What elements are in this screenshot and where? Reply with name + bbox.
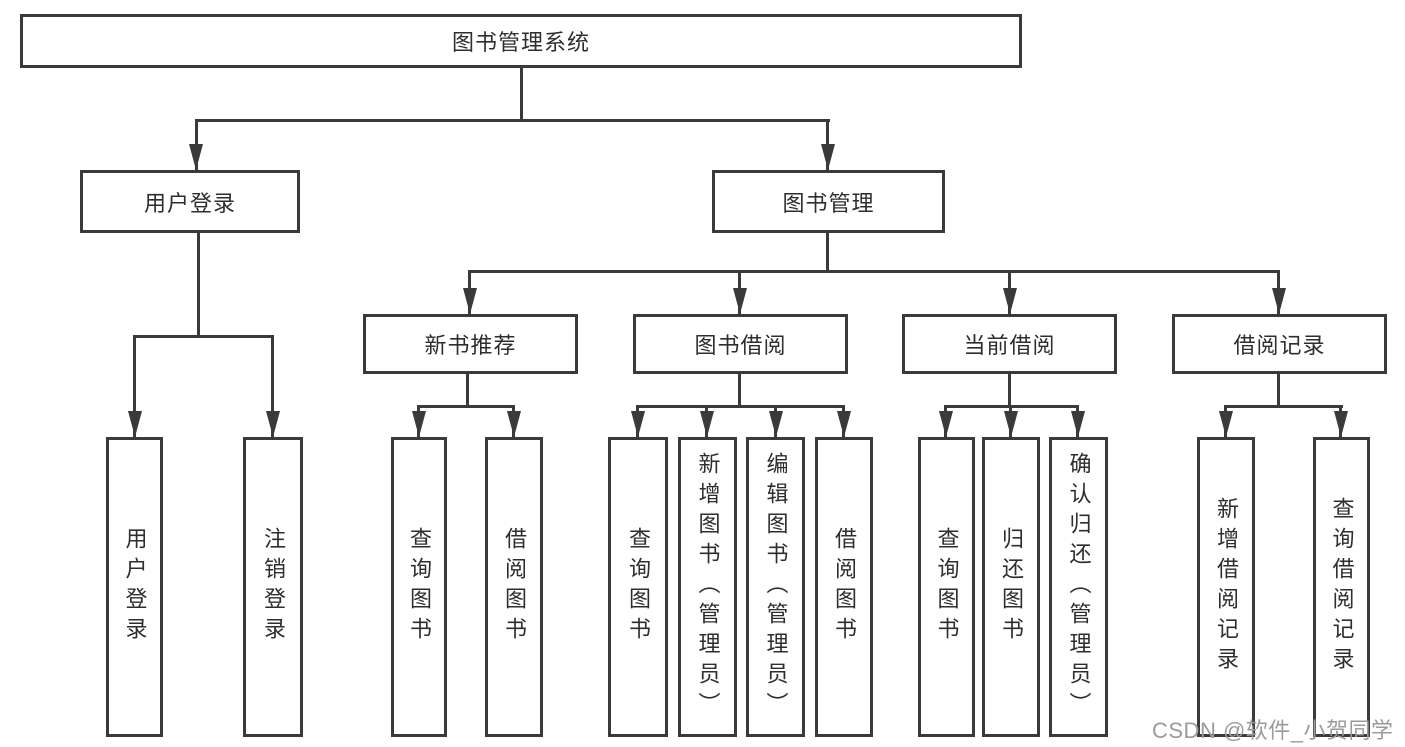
node-current-borrowing: 当前借阅 (902, 314, 1117, 374)
connector-line (1224, 405, 1343, 408)
arrow-down-icon (1003, 288, 1017, 314)
node-book-management: 图书管理 (712, 170, 945, 233)
arrow-down-icon (733, 288, 747, 314)
arrow-down-icon (266, 411, 280, 437)
connector-line (636, 405, 845, 408)
connector-line (133, 335, 274, 338)
arrow-down-icon (939, 411, 953, 437)
arrow-down-icon (1004, 411, 1018, 437)
arrow-down-icon (1272, 288, 1286, 314)
arrow-down-icon (821, 144, 835, 170)
arrow-down-icon (507, 411, 521, 437)
node-edit-books-admin: 编辑图书（管理员） (746, 437, 805, 737)
arrow-down-icon (189, 144, 203, 170)
node-borrow-books-recommend: 借阅图书 (485, 437, 543, 737)
node-query-books-recommend: 查询图书 (391, 437, 447, 737)
node-library-management-system: 图书管理系统 (20, 14, 1022, 68)
node-borrow-books-borrowing: 借阅图书 (815, 437, 873, 737)
arrow-down-icon (1334, 411, 1348, 437)
arrow-down-icon (700, 411, 714, 437)
arrow-down-icon (1071, 411, 1085, 437)
node-add-books-admin: 新增图书（管理员） (678, 437, 737, 737)
connector-line (468, 270, 1280, 273)
arrow-down-icon (412, 411, 426, 437)
arrow-down-icon (769, 411, 783, 437)
node-query-books-borrowing: 查询图书 (608, 437, 668, 737)
connector-line (195, 119, 830, 122)
arrow-down-icon (128, 411, 142, 437)
arrow-down-icon (463, 288, 477, 314)
arrow-down-icon (631, 411, 645, 437)
connector-line (826, 233, 829, 270)
arrow-down-icon (837, 411, 851, 437)
connector-line (197, 233, 200, 335)
node-book-borrowing: 图书借阅 (633, 314, 848, 374)
node-add-borrow-record: 新增借阅记录 (1197, 437, 1255, 737)
node-query-borrow-record: 查询借阅记录 (1313, 437, 1370, 737)
connector-line (738, 374, 741, 405)
connector-line (1008, 374, 1011, 405)
node-borrowing-records: 借阅记录 (1172, 314, 1387, 374)
node-logout-action: 注销登录 (243, 437, 303, 737)
arrow-down-icon (1219, 411, 1233, 437)
connector-line (271, 335, 274, 437)
node-new-book-recommendation: 新书推荐 (363, 314, 578, 374)
node-user-login: 用户登录 (80, 170, 300, 233)
node-return-books: 归还图书 (982, 437, 1040, 737)
connector-line (1277, 374, 1280, 405)
connector-line (418, 405, 515, 408)
connector-line (466, 374, 469, 405)
connector-line (133, 335, 136, 437)
connector-line (520, 68, 523, 119)
node-confirm-return-admin: 确认归还（管理员） (1049, 437, 1108, 737)
csdn-watermark: CSDN @软件_小贺同学 (1152, 718, 1394, 743)
node-user-login-action: 用户登录 (106, 437, 163, 737)
node-query-books-current: 查询图书 (918, 437, 975, 737)
